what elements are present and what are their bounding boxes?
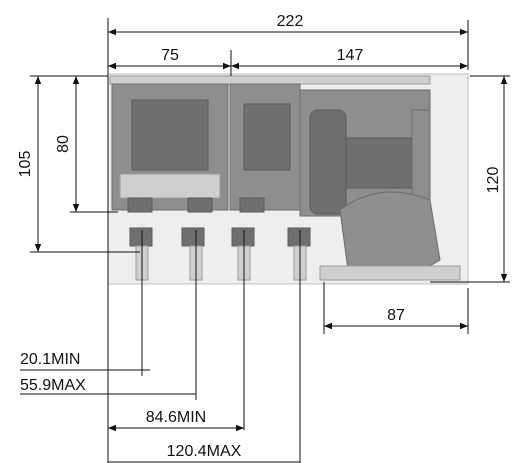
- top-rail: [109, 75, 431, 85]
- post-1-head: [129, 227, 153, 247]
- machine-illustration: [107, 73, 469, 285]
- label-87: 87: [387, 307, 405, 324]
- lower-gear-cover: [339, 191, 441, 277]
- label-147: 147: [337, 47, 364, 64]
- bottom-plate: [319, 265, 461, 281]
- post-4-head: [287, 227, 311, 247]
- post-2-head: [181, 227, 205, 247]
- label-55-9-max: 55.9MAX: [20, 377, 86, 394]
- label-80: 80: [55, 135, 72, 153]
- left-base-plate: [119, 173, 221, 199]
- dimension-lines: [20, 18, 510, 463]
- motor-assembly: [299, 89, 461, 281]
- label-84-6-min: 84.6MIN: [146, 409, 206, 426]
- middle-actuator-block: [243, 103, 291, 171]
- left-foot-b: [187, 197, 213, 213]
- motor-shaft: [345, 137, 417, 189]
- left-foot-a: [127, 197, 153, 213]
- label-222: 222: [277, 13, 304, 30]
- middle-foot: [239, 197, 265, 213]
- label-120: 120: [485, 167, 502, 194]
- middle-module: [229, 83, 301, 213]
- label-20-1-min: 20.1MIN: [20, 351, 80, 368]
- left-actuator-block: [131, 99, 209, 171]
- label-120-4-max: 120.4MAX: [167, 443, 242, 460]
- dimension-labels: 222 75 147 105 80 120 87 20.1MIN 55.9MAX…: [17, 13, 502, 460]
- label-105: 105: [17, 151, 34, 178]
- label-75: 75: [161, 47, 179, 64]
- left-module: [111, 83, 229, 213]
- gear-wheel: [309, 109, 347, 215]
- post-3-head: [231, 227, 255, 247]
